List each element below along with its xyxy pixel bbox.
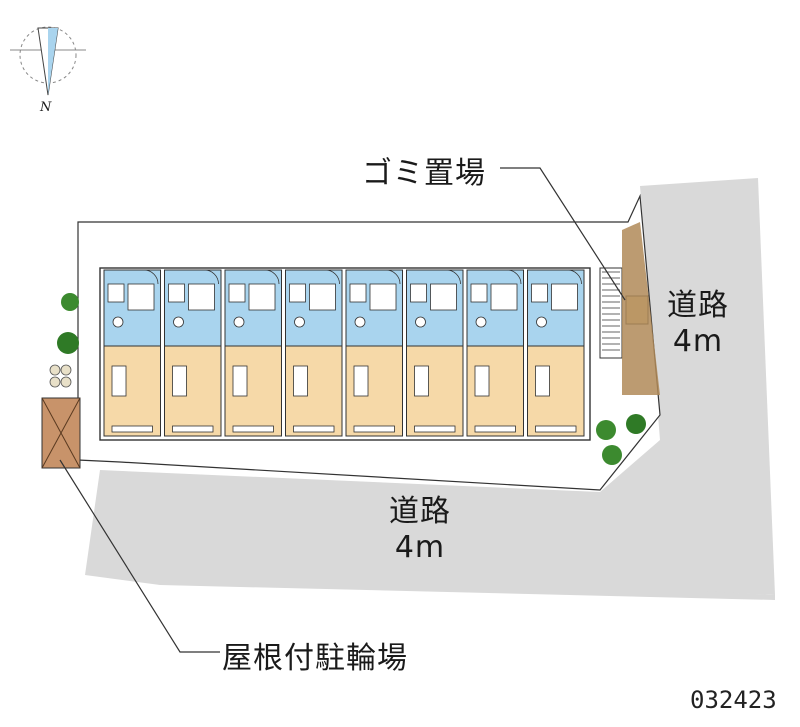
stair-icon (599, 267, 623, 359)
road-right-width: 4m (672, 324, 724, 359)
road-right (600, 178, 775, 595)
apartment-unit (345, 269, 403, 437)
bike-leader-line (59, 459, 220, 653)
garbage-leader-line (500, 167, 626, 301)
apartment-unit (466, 269, 524, 437)
tree-icon (596, 414, 646, 465)
bicycle-parking-label: 屋根付駐輪場 (222, 641, 408, 676)
apartment-unit (164, 269, 222, 437)
apartment-unit (224, 269, 282, 437)
apartment-unit (103, 269, 161, 437)
apartment-units (103, 269, 585, 437)
apartment-unit (285, 269, 343, 437)
road-right-label: 道路 4m (660, 288, 736, 360)
apartment-unit (527, 269, 585, 437)
apartment-unit (406, 269, 464, 437)
compass-icon (10, 26, 86, 96)
compass-north-label: N (40, 100, 52, 115)
wood-deck (622, 222, 660, 395)
garbage-label: ゴミ置場 (362, 156, 486, 191)
road-bottom-width: 4m (394, 530, 446, 565)
property-code: 032423 (690, 686, 777, 714)
road-bottom-label: 道路 4m (380, 494, 460, 566)
road-bottom (85, 470, 775, 600)
bicycle-parking (41, 364, 81, 469)
road-bottom-name: 道路 (389, 494, 451, 529)
building-outline (99, 267, 591, 441)
road-right-name: 道路 (667, 288, 729, 323)
tree-icon (57, 293, 79, 354)
